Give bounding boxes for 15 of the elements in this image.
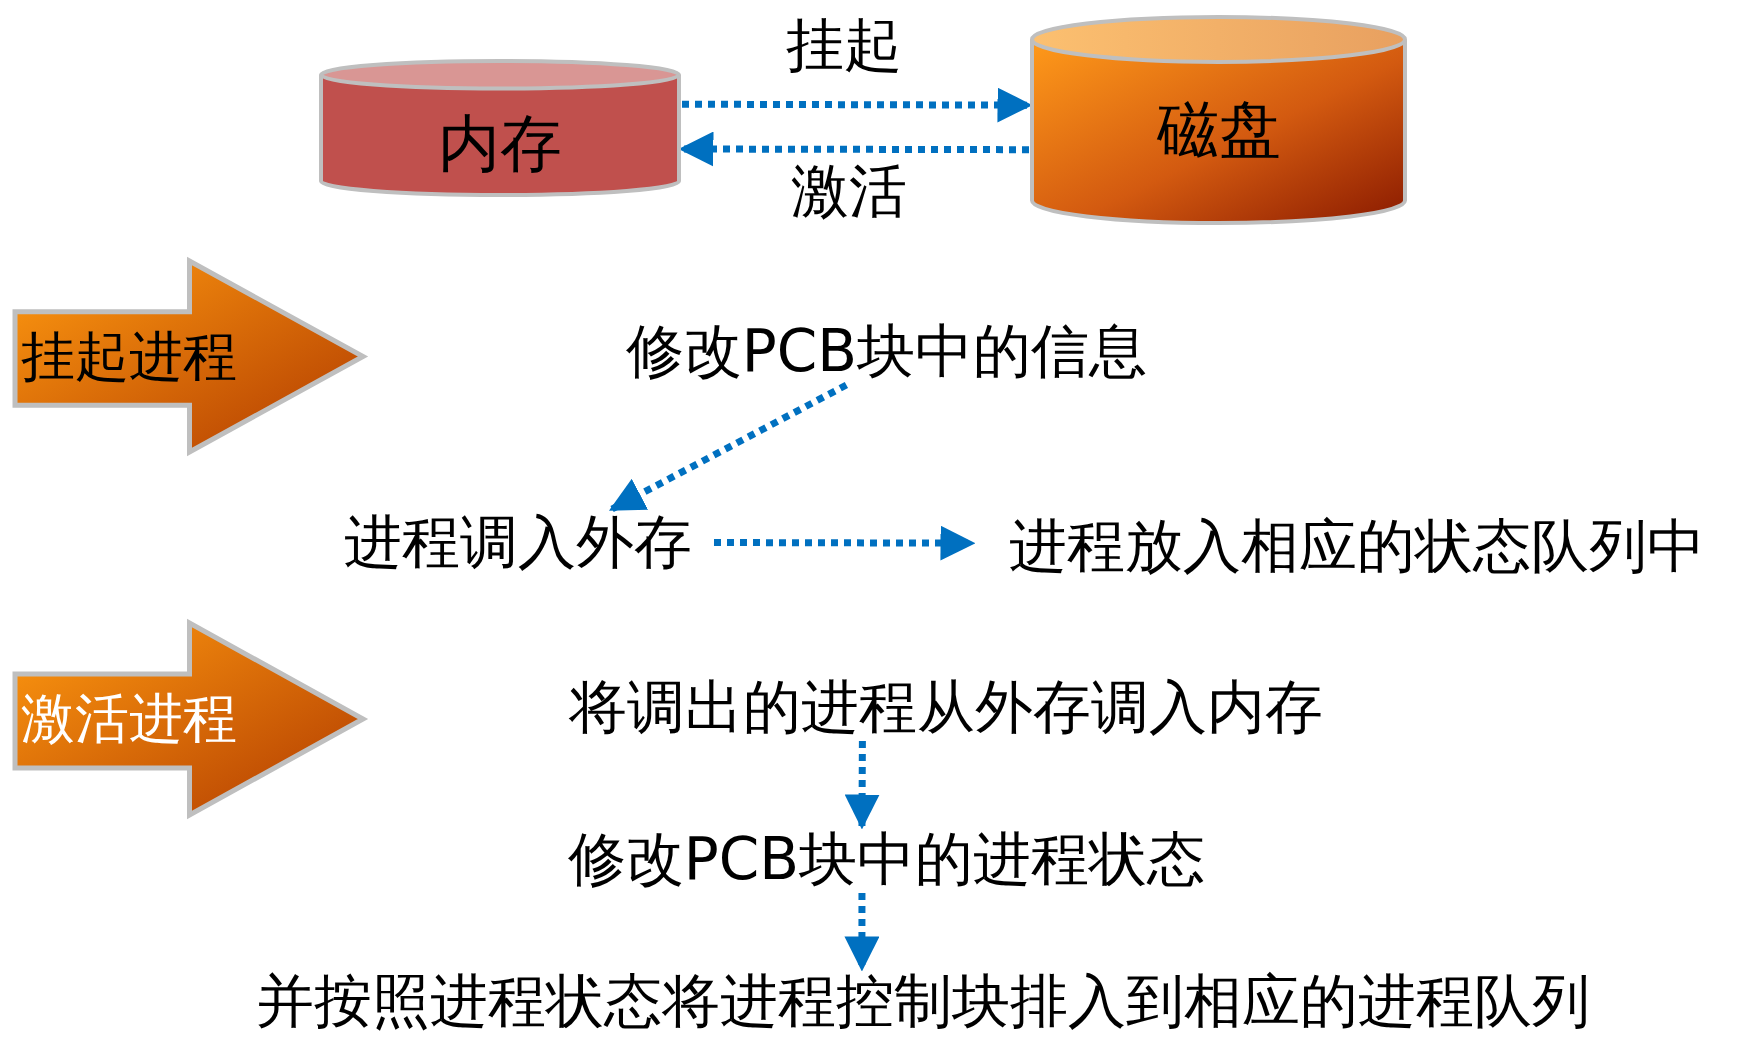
edge-label: 激活	[791, 160, 907, 224]
block-arrow	[13, 621, 366, 817]
step-text-label: 并按照进程状态将进程控制块排入到相应的进程队列	[256, 969, 1590, 1034]
step-text-label: 进程放入相应的状态队列中	[1009, 514, 1705, 579]
step-text-label: 修改PCB块中的进程状态	[567, 827, 1206, 892]
node-label: 激活进程	[21, 689, 237, 749]
node-label: 磁盘	[1156, 95, 1281, 165]
step-text-label: 修改PCB块中的信息	[625, 319, 1148, 384]
node-label: 挂起进程	[21, 326, 237, 387]
edge-label: 挂起	[786, 14, 902, 78]
step-text-label: 将调出的进程从外存调入内存	[569, 675, 1323, 740]
node-label: 内存	[438, 109, 562, 179]
dotted-arrow	[609, 381, 849, 513]
step-text-label: 进程调入外存	[344, 510, 692, 575]
block-arrow	[13, 259, 366, 454]
